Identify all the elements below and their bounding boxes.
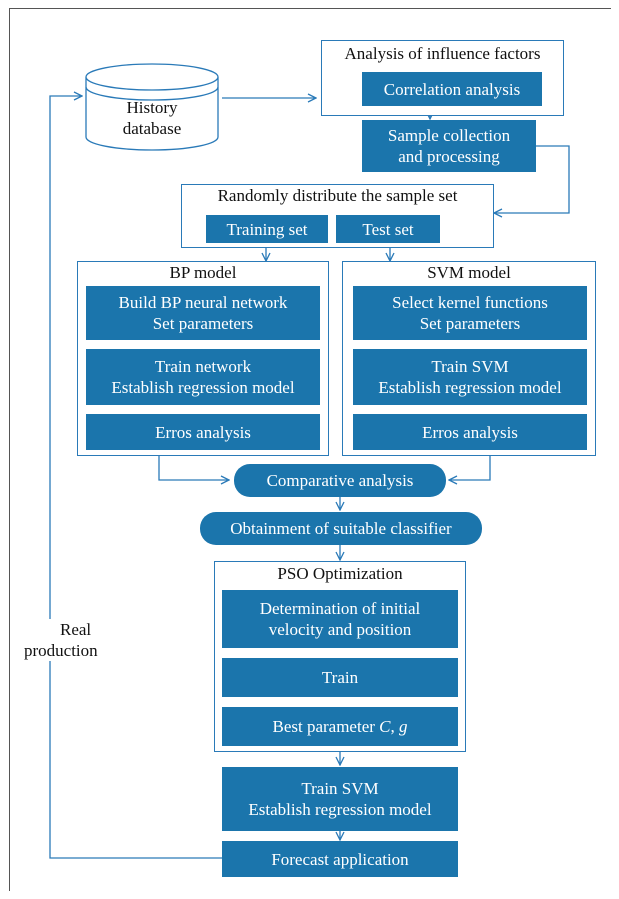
pso-init-box: Determination of initial velocity and po… <box>222 590 458 648</box>
database-icon <box>85 63 219 151</box>
test-set-label: Test set <box>362 219 414 239</box>
final-train-box: Train SVM Establish regression model <box>222 767 458 831</box>
correlation-analysis-label: Correlation analysis <box>383 79 521 99</box>
pso-optimization-title: PSO Optimization <box>277 564 403 583</box>
real-production-line2: production <box>24 641 98 660</box>
sample-collection-line1: Sample collection <box>387 126 511 145</box>
pso-best-label: Best parameter C, g <box>272 716 407 737</box>
svm-select-line2: Set parameters <box>419 314 521 333</box>
svm-model-title: SVM model <box>427 263 511 282</box>
real-production-line1: Real <box>60 620 92 639</box>
bp-train-line2: Establish regression model <box>111 378 295 397</box>
forecast-application-label: Forecast application <box>271 849 409 869</box>
svm-train-line1: Train SVM <box>431 357 509 376</box>
pso-best-c: C <box>379 717 391 736</box>
bp-train-box: Train network Establish regression model <box>86 349 320 405</box>
sample-collection-box: Sample collection and processing <box>362 120 536 172</box>
final-train-line1: Train SVM <box>301 779 379 798</box>
correlation-analysis-box: Correlation analysis <box>362 72 542 106</box>
bp-errors-box: Erros analysis <box>86 414 320 450</box>
obtainment-box: Obtainment of suitable classifier <box>200 512 482 545</box>
bp-train-line1: Train network <box>154 357 252 376</box>
influence-factors-title: Analysis of influence factors <box>344 44 541 63</box>
history-database-label: History database <box>86 97 218 139</box>
pso-init-line2: velocity and position <box>268 620 412 639</box>
history-database-line1: History <box>126 98 178 117</box>
pso-best-box: Best parameter C, g <box>222 707 458 746</box>
svm-select-line1: Select kernel functions <box>392 293 548 312</box>
pso-init-line1: Determination of initial <box>259 599 421 618</box>
training-set-box: Training set <box>206 215 328 243</box>
distribute-title: Randomly distribute the sample set <box>217 186 458 205</box>
forecast-application-box: Forecast application <box>222 841 458 877</box>
svm-train-box: Train SVM Establish regression model <box>353 349 587 405</box>
arrow-feedback-to-db <box>49 96 223 859</box>
bp-errors-label: Erros analysis <box>155 422 251 442</box>
comparative-analysis-box: Comparative analysis <box>234 464 446 497</box>
test-set-box: Test set <box>336 215 440 243</box>
svm-errors-label: Erros analysis <box>422 422 518 442</box>
sample-collection-line2: and processing <box>398 147 500 166</box>
history-database-line2: database <box>122 119 182 138</box>
svm-errors-box: Erros analysis <box>353 414 587 450</box>
final-train-line2: Establish regression model <box>248 800 432 819</box>
arrow-bp-to-comparative <box>158 455 229 480</box>
real-production-label: Real production <box>24 619 134 661</box>
pso-best-prefix: Best parameter <box>272 717 380 736</box>
bp-build-line2: Set parameters <box>152 314 254 333</box>
figure-frame <box>9 8 611 891</box>
obtainment-label: Obtainment of suitable classifier <box>230 519 452 538</box>
training-set-label: Training set <box>226 219 308 239</box>
arrow-svm-to-comparative <box>449 455 491 480</box>
pso-train-label: Train <box>321 668 359 687</box>
arrow-sample-to-distribute <box>494 145 570 213</box>
svm-train-line2: Establish regression model <box>378 378 562 397</box>
bp-model-title: BP model <box>169 263 237 282</box>
svm-select-box: Select kernel functions Set parameters <box>353 286 587 340</box>
pso-best-sep: , <box>390 717 400 736</box>
bp-build-box: Build BP neural network Set parameters <box>86 286 320 340</box>
pso-best-g: g <box>399 717 408 736</box>
pso-train-box: Train <box>222 658 458 697</box>
bp-build-line1: Build BP neural network <box>118 293 288 312</box>
comparative-analysis-label: Comparative analysis <box>266 471 414 490</box>
